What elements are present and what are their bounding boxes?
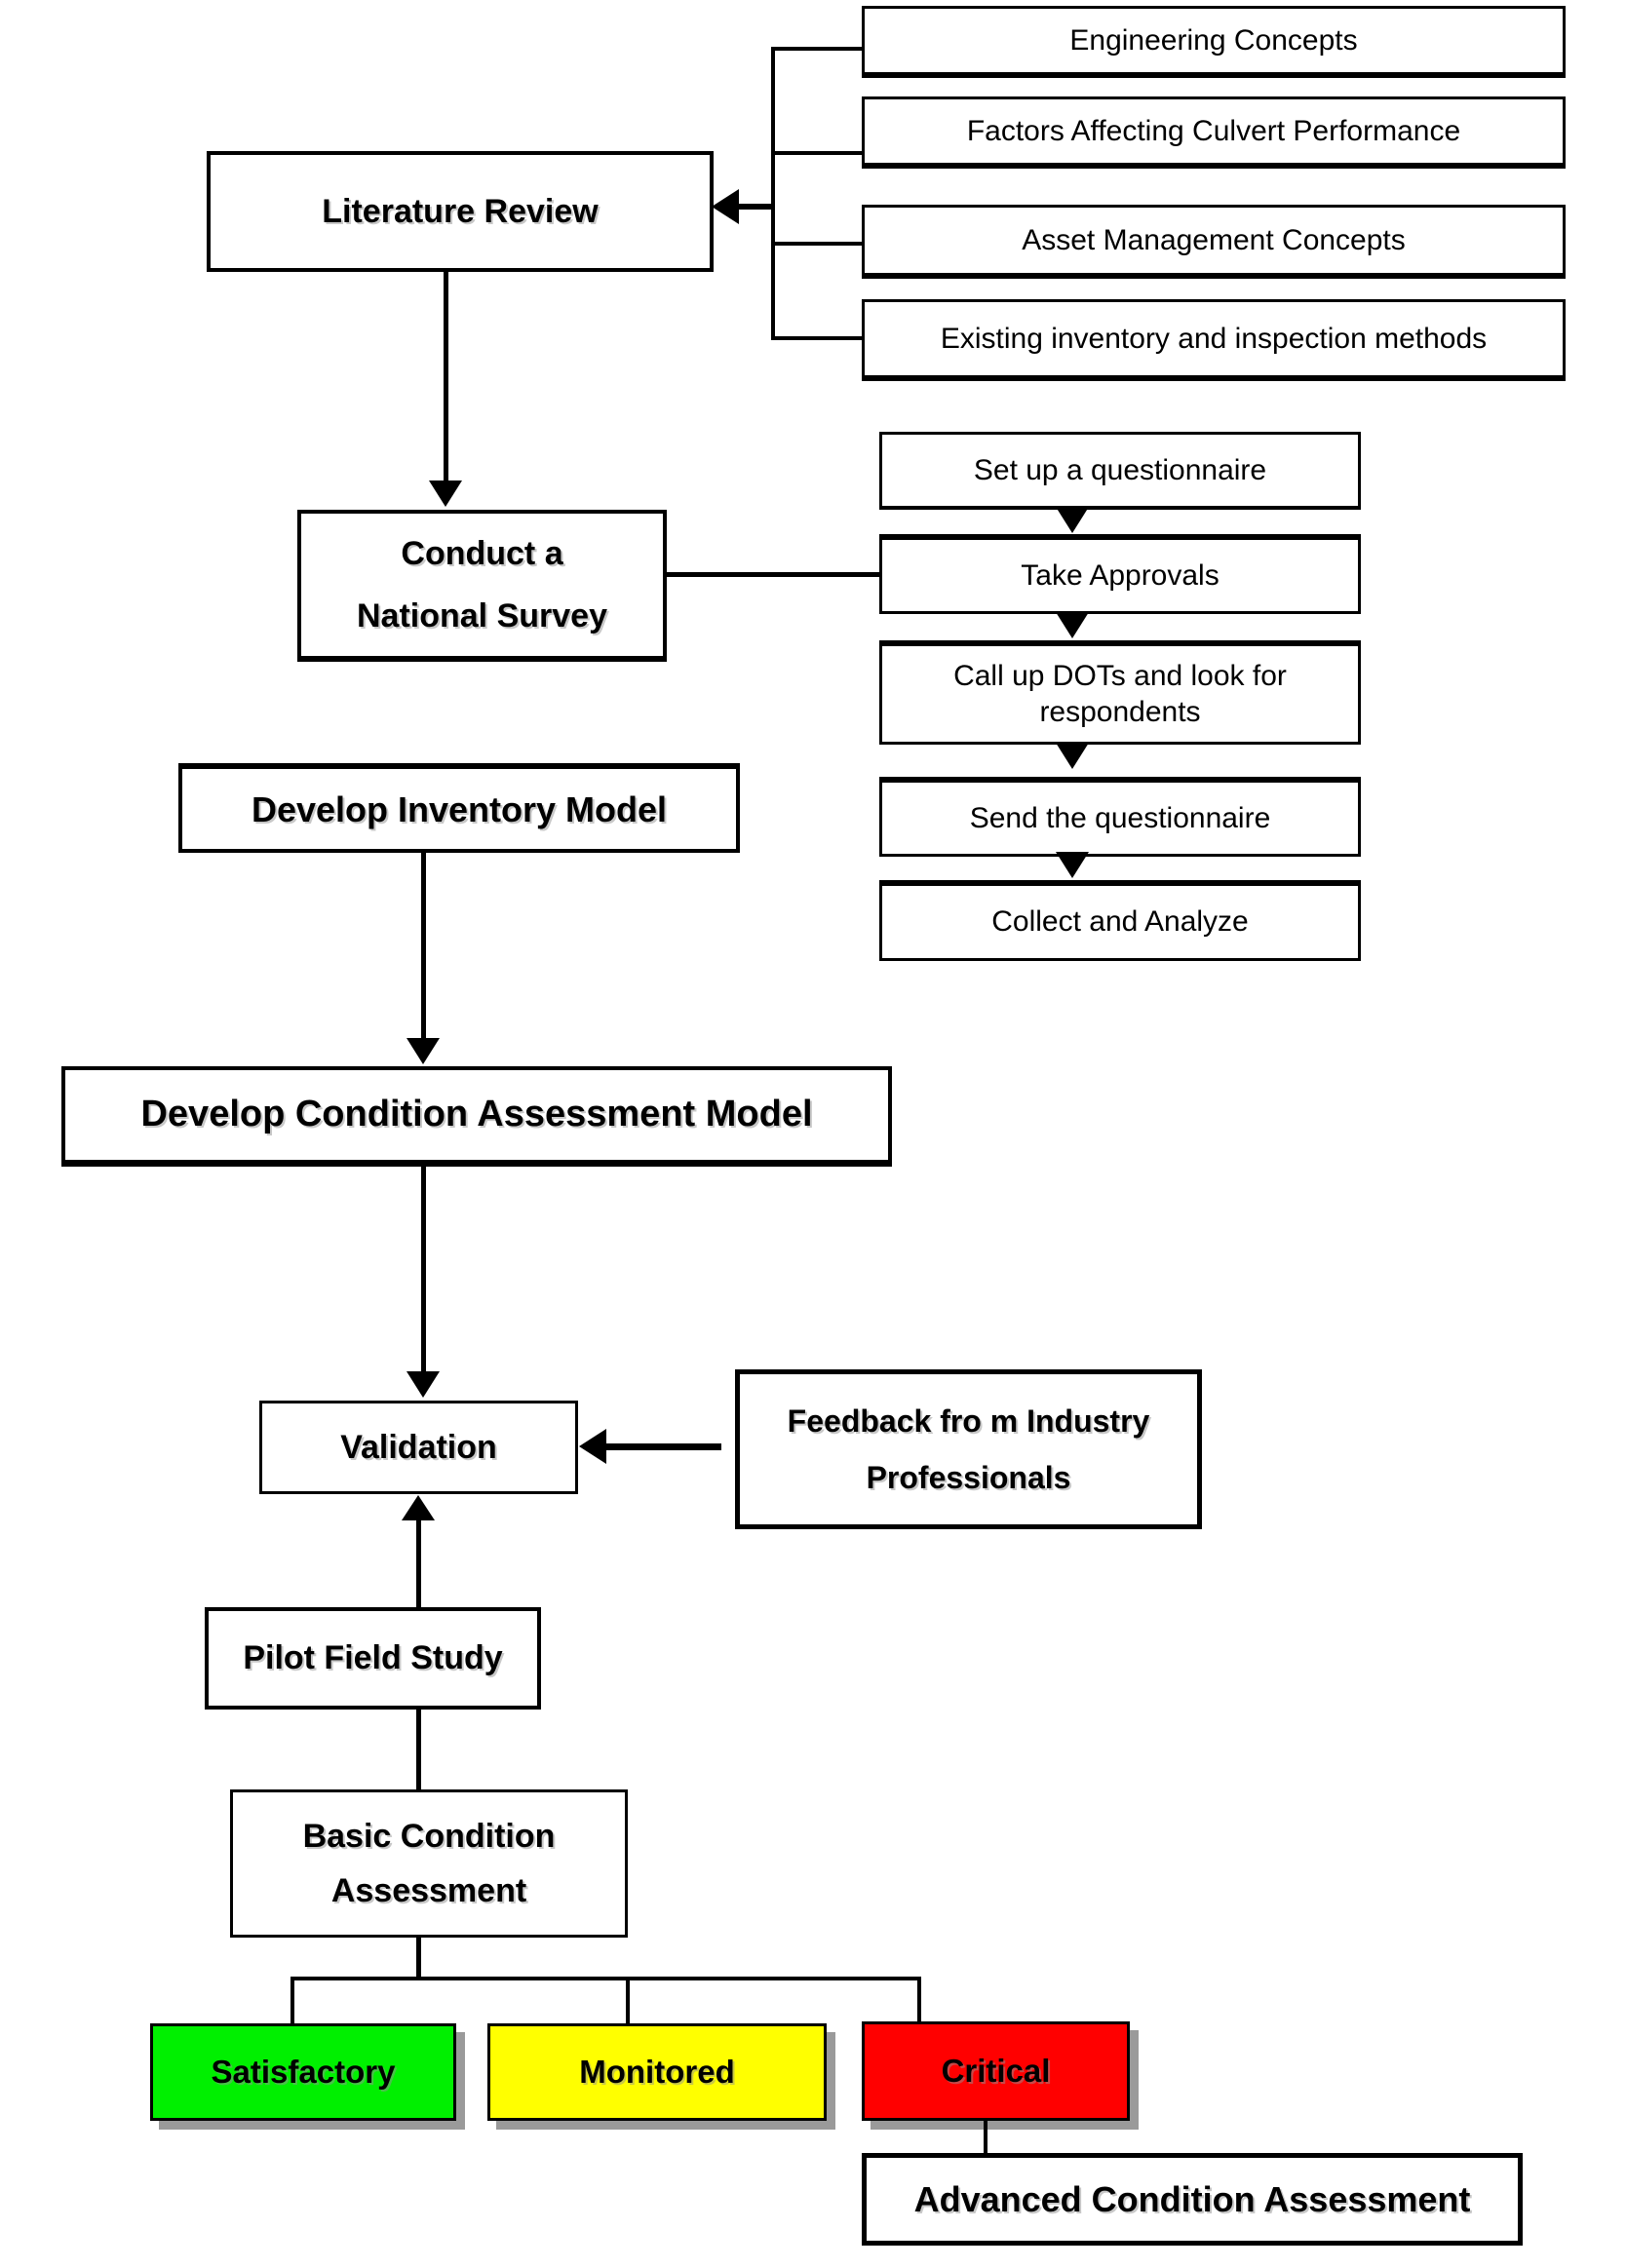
node-asset-management: Asset Management Concepts: [862, 205, 1566, 279]
node-label: Validation: [340, 1428, 497, 1466]
node-factors-affecting: Factors Affecting Culvert Performance: [862, 96, 1566, 169]
arrowhead-down-icon: [1056, 507, 1089, 533]
arrowhead-down-icon: [406, 1371, 440, 1398]
arrowhead-down-icon: [1056, 743, 1089, 769]
node-label: Develop Inventory Model: [251, 788, 668, 829]
node-literature-review: Literature Review: [207, 151, 714, 272]
node-label-line2: Professionals: [866, 1460, 1071, 1495]
node-setup-questionnaire: Set up a questionnaire: [879, 432, 1361, 510]
arrowhead-left-icon: [579, 1429, 606, 1464]
edge-drop-satisfactory: [290, 1977, 294, 2023]
node-call-up-dots: Call up DOTs and look for respondents: [879, 640, 1361, 745]
edge-sources-bracket: [771, 47, 775, 340]
node-label-line1: Feedback fro m Industry: [787, 1403, 1150, 1439]
node-label: Literature Review: [322, 192, 599, 230]
node-develop-condition-assessment-model: Develop Condition Assessment Model: [61, 1066, 892, 1167]
node-label: Call up DOTs and look for respondents: [953, 659, 1287, 729]
node-advanced-condition-assessment: Advanced Condition Assessment: [862, 2153, 1523, 2246]
node-label-line1: Basic Condition: [302, 1817, 556, 1855]
node-label: Set up a questionnaire: [973, 453, 1267, 486]
node-label: Asset Management Concepts: [1022, 223, 1406, 256]
edge-pilot-to-validation-shaft: [416, 1518, 421, 1607]
arrowhead-down-icon: [429, 481, 462, 507]
status-satisfactory: Satisfactory: [150, 2023, 456, 2121]
arrowhead-left-icon: [712, 189, 739, 224]
edge-literature-to-survey-shaft: [444, 272, 448, 482]
edge-drop-monitored: [626, 1977, 630, 2023]
node-label: Existing inventory and inspection method…: [940, 322, 1488, 355]
edge-condition-to-validation-shaft: [421, 1167, 426, 1373]
node-label-line2: National Survey: [357, 597, 607, 634]
node-collect-analyze: Collect and Analyze: [879, 880, 1361, 961]
arrowhead-down-icon: [1056, 612, 1089, 638]
node-engineering-concepts: Engineering Concepts: [862, 6, 1566, 78]
node-send-questionnaire: Send the questionnaire: [879, 777, 1361, 857]
node-label: Pilot Field Study: [243, 1639, 503, 1677]
status-label: Satisfactory: [211, 2054, 396, 2091]
node-basic-condition-assessment: Basic Condition Assessment: [230, 1789, 628, 1938]
edge-factors-stub: [773, 151, 862, 155]
arrowhead-down-icon: [1056, 852, 1089, 878]
node-pilot-field-study: Pilot Field Study: [205, 1607, 541, 1710]
node-existing-inventory: Existing inventory and inspection method…: [862, 299, 1566, 381]
node-label: Send the questionnaire: [969, 801, 1271, 834]
status-monitored: Monitored: [487, 2023, 827, 2121]
node-take-approvals: Take Approvals: [879, 534, 1361, 614]
node-label-line1: Conduct a: [401, 534, 563, 572]
edge-status-distribution: [292, 1977, 921, 1980]
node-develop-inventory-model: Develop Inventory Model: [178, 763, 740, 853]
node-feedback-industry-professionals: Feedback fro m Industry Professionals: [735, 1369, 1202, 1529]
arrowhead-down-icon: [406, 1038, 440, 1064]
edge-basic-down: [416, 1938, 421, 1980]
node-label: Engineering Concepts: [1069, 23, 1358, 57]
node-label: Collect and Analyze: [991, 905, 1249, 939]
node-label: Advanced Condition Assessment: [913, 2179, 1471, 2219]
node-label: Take Approvals: [1021, 558, 1220, 592]
status-label: Monitored: [579, 2054, 735, 2091]
node-label-line2: Assessment: [330, 1872, 527, 1909]
edge-asset-stub: [773, 242, 862, 246]
edge-feedback-to-validation-shaft: [606, 1443, 721, 1450]
edge-bracket-to-literature-shaft: [735, 204, 773, 210]
edge-pilot-to-basic: [416, 1710, 421, 1789]
status-label: Critical: [941, 2053, 1051, 2090]
edge-inventory-to-condition-shaft: [421, 853, 426, 1040]
edge-existing-stub: [773, 336, 862, 340]
edge-survey-to-approvals: [667, 572, 879, 577]
node-label: Develop Condition Assessment Model: [140, 1094, 813, 1135]
node-conduct-national-survey: Conduct a National Survey: [297, 510, 667, 662]
arrowhead-up-icon: [402, 1495, 435, 1520]
node-validation: Validation: [259, 1401, 578, 1494]
node-label: Factors Affecting Culvert Performance: [966, 114, 1461, 147]
edge-engineering-stub: [773, 47, 862, 51]
edge-drop-critical: [917, 1977, 921, 2021]
status-critical: Critical: [862, 2021, 1130, 2121]
edge-critical-to-advanced: [984, 2121, 987, 2153]
